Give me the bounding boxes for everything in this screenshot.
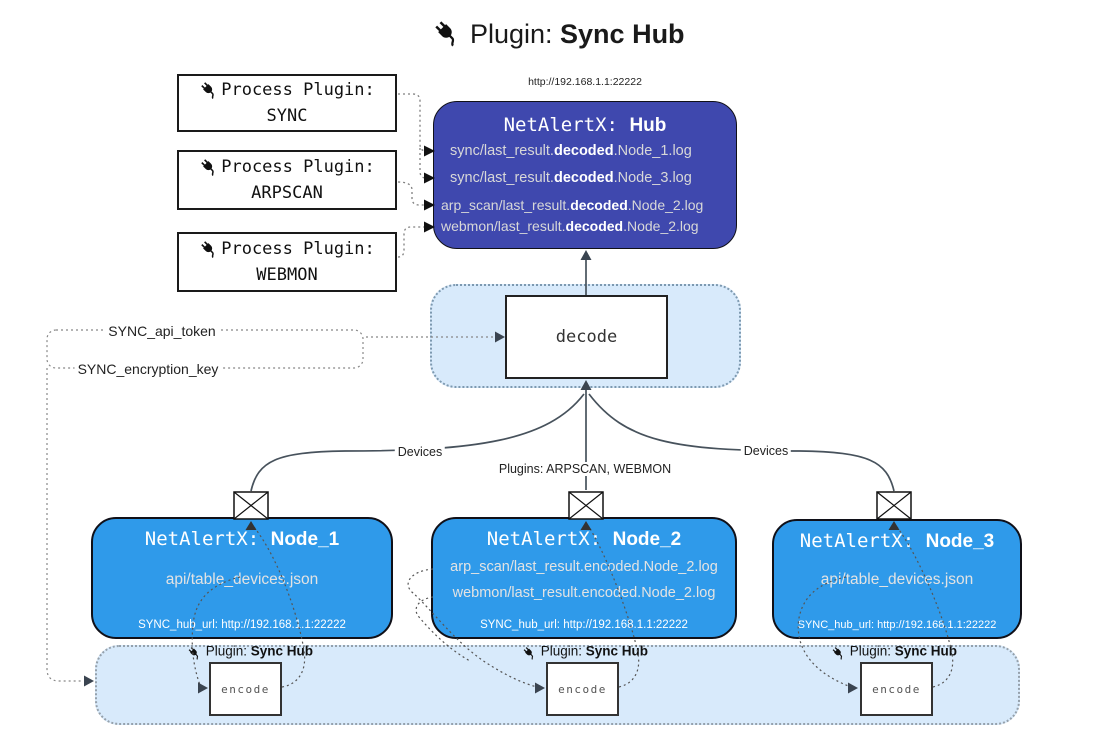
process-plugin-sync: Process Plugin: SYNC [177, 74, 397, 132]
plug-icon [831, 646, 846, 661]
encode-box-1: encode [209, 662, 282, 716]
plug-icon [199, 157, 219, 177]
encode-box-3: encode [860, 662, 933, 716]
node-title: NetAlertX: Node_1 [144, 528, 340, 550]
decode-box: decode [505, 295, 668, 379]
node-3-box: NetAlertX: Node_3 api/table_devices.json… [772, 519, 1022, 639]
process-plugin-webmon: Process Plugin: WEBMON [177, 232, 397, 292]
decode-label: decode [555, 327, 618, 347]
node-footer: SYNC_hub_url: http://192.168.1.1:22222 [138, 619, 346, 631]
node-title: NetAlertX: Node_3 [799, 530, 995, 552]
process-plugin-name: ARPSCAN [251, 183, 323, 203]
hub-entry: sync/last_result.decoded.Node_1.log [450, 143, 692, 159]
hub-entry: arp_scan/last_result.decoded.Node_2.log [441, 197, 704, 213]
node-1-box: NetAlertX: Node_1 api/table_devices.json… [91, 517, 393, 639]
encode-label: encode [221, 682, 270, 696]
plugin-to-hub-links [397, 93, 429, 258]
process-plugin-label: Process Plugin: [221, 80, 375, 100]
sync-encryption-key-label: SYNC_encryption_key [74, 361, 222, 377]
encode-box-2: encode [546, 662, 619, 716]
plug-icon [432, 18, 462, 48]
devices-left-label: Devices [394, 445, 446, 459]
hub-entry: sync/last_result.decoded.Node_3.log [450, 170, 692, 186]
page-title: Plugin: Sync Hub [0, 18, 1117, 50]
node-footer: SYNC_hub_url: http://192.168.1.1:22222 [797, 619, 997, 631]
process-plugin-name: SYNC [266, 106, 308, 126]
hub-url: http://192.168.1.1:22222 [528, 76, 642, 88]
encode-plugin-label-2: Plugin: Sync Hub [522, 644, 648, 661]
plugins-middle-label: Plugins: ARPSCAN, WEBMON [495, 462, 675, 476]
plug-icon [187, 646, 202, 661]
envelope-icon [233, 491, 912, 520]
process-plugin-name: WEBMON [256, 265, 318, 285]
plug-icon [199, 239, 219, 259]
process-plugin-label: Process Plugin: [221, 157, 375, 177]
node-line: arp_scan/last_result.encoded.Node_2.log [450, 559, 718, 575]
hub-title: NetAlertX: Hub [503, 114, 667, 136]
title-name: Sync Hub [560, 19, 685, 49]
title-label: Plugin: [469, 19, 553, 49]
process-plugin-arpscan: Process Plugin: ARPSCAN [177, 150, 397, 210]
plug-icon [199, 80, 219, 100]
encode-plugin-label-3: Plugin: Sync Hub [831, 644, 957, 661]
encode-plugin-label-1: Plugin: Sync Hub [187, 644, 313, 661]
hub-box: NetAlertX: Hub sync/last_result.decoded.… [433, 101, 737, 249]
node-footer: SYNC_hub_url: http://192.168.1.1:22222 [480, 619, 688, 631]
encode-label: encode [872, 682, 921, 696]
devices-right-label: Devices [740, 444, 792, 458]
node-line: api/table_devices.json [165, 571, 319, 588]
sync-api-token-label: SYNC_api_token [105, 323, 219, 339]
node-title: NetAlertX: Node_2 [486, 528, 682, 550]
plug-icon [522, 646, 537, 661]
encode-label: encode [558, 682, 607, 696]
hub-entry: webmon/last_result.decoded.Node_2.log [441, 218, 699, 234]
process-plugin-label: Process Plugin: [221, 239, 375, 259]
node-line: api/table_devices.json [820, 571, 974, 588]
node-2-box: NetAlertX: Node_2 arp_scan/last_result.e… [431, 517, 737, 639]
node-line: webmon/last_result.encoded.Node_2.log [452, 585, 716, 601]
